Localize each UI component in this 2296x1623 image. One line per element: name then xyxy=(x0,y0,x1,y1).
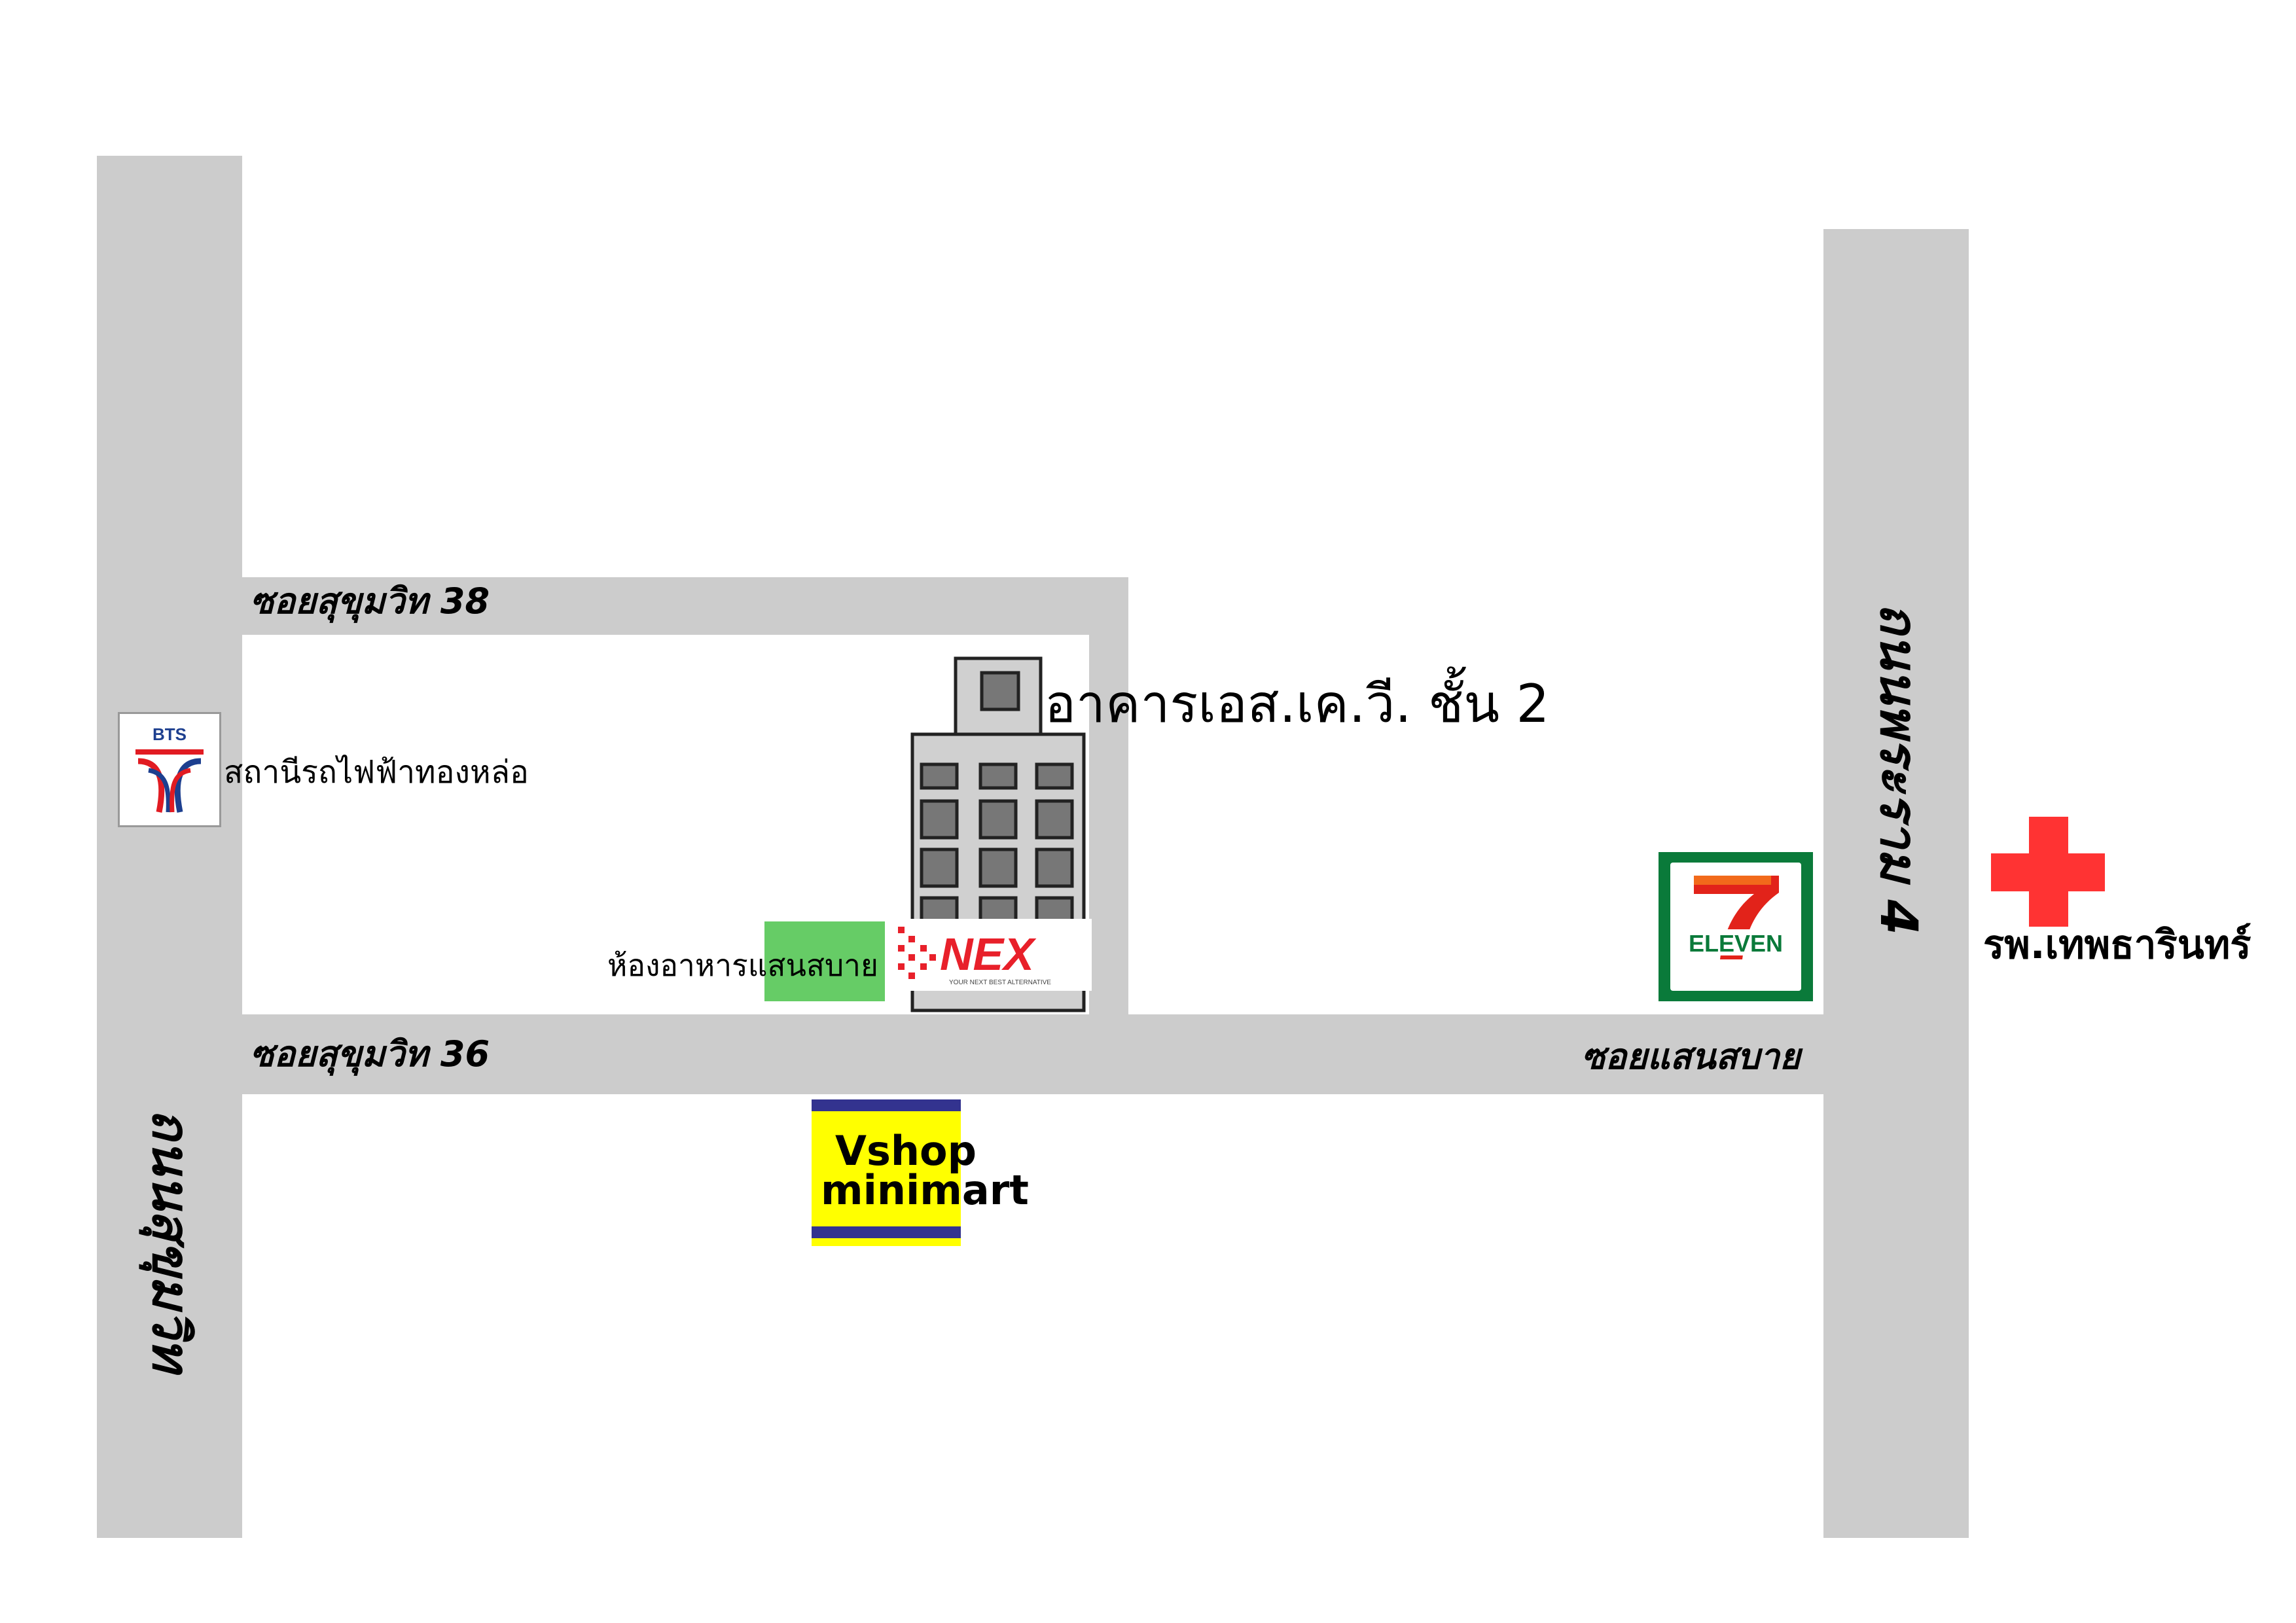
vshop-logo-icon xyxy=(812,1099,961,1246)
soi38-label: ซอยสุขุมวิท 38 xyxy=(250,580,490,622)
building-label: อาคารเอส.เค.วี. ชั้น 2 xyxy=(1045,673,1550,734)
rama4-road xyxy=(1823,229,1969,1538)
hospital-label: รพ.เทพธารินทร์ xyxy=(1983,922,2251,968)
soi38-road xyxy=(242,577,1128,635)
seven-eleven-text: ELEVEN xyxy=(1689,930,1783,957)
restaurant-label: ห้องอาหารแสนสบาย xyxy=(607,948,878,983)
bts-logo-text: BTS xyxy=(152,724,187,744)
restaurant-marker xyxy=(764,921,885,1001)
nex-logo-icon: NEX YOUR NEXT BEST ALTERNATIVE xyxy=(894,919,1092,991)
seven-eleven-logo-icon: ELEVEN xyxy=(1659,852,1813,1001)
soi36-road xyxy=(242,1014,1823,1094)
soi36-label: ซอยสุขุมวิท 36 xyxy=(250,1033,490,1075)
nex-logo-text: NEX xyxy=(940,929,1037,980)
hospital-cross-icon xyxy=(1991,817,2105,927)
bts-symbol-icon: BTS xyxy=(135,724,204,813)
vshop-line1: Vshop xyxy=(835,1127,977,1175)
soi-saensabai-label: ซอยแสนสบาย xyxy=(1581,1036,1801,1077)
bts-station-label: สถานีรถไฟฟ้าทองหล่อ xyxy=(224,754,529,791)
sukhumvit-road-label: ถนนสุขุมวิท xyxy=(141,1109,200,1372)
vshop-line2: minimart xyxy=(821,1166,1029,1214)
sukhumvit-road xyxy=(97,156,242,1538)
soi-connector-road xyxy=(1089,603,1128,1014)
rama4-road-label: ถนนพระราม 4 xyxy=(1869,603,1928,935)
nex-tagline: YOUR NEXT BEST ALTERNATIVE xyxy=(949,979,1051,986)
bts-logo-icon: BTS xyxy=(118,712,221,827)
